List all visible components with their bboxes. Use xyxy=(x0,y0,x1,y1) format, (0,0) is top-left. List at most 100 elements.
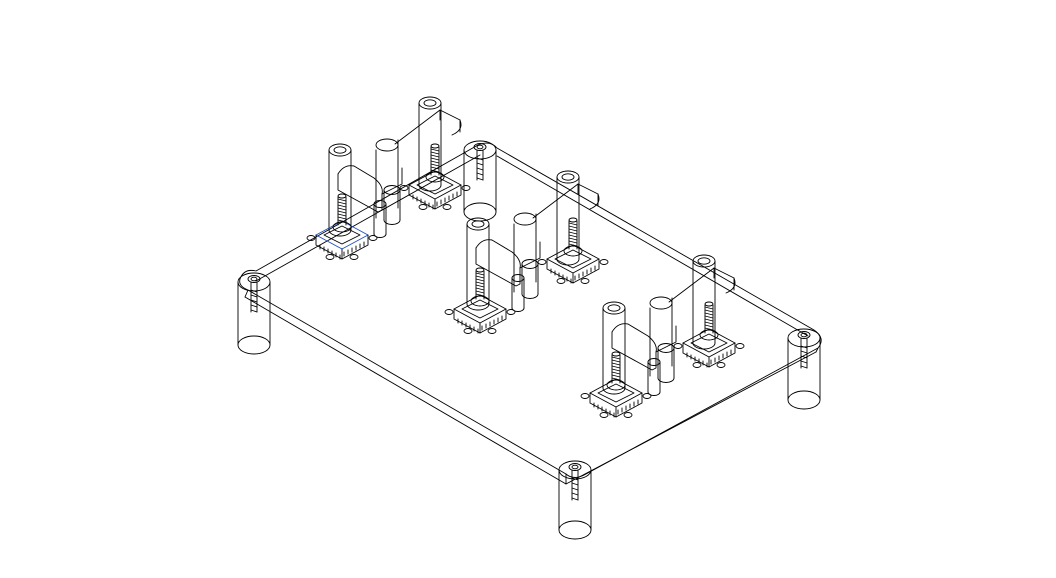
rear-bracket-edge xyxy=(713,267,735,291)
stud-thread xyxy=(430,166,440,170)
seat-tab-right xyxy=(735,343,745,349)
cylinder-side xyxy=(466,223,490,305)
leg-screw-head xyxy=(797,331,811,339)
leg-back xyxy=(463,140,497,222)
stud-thread xyxy=(611,371,621,375)
leg-screw-thread xyxy=(800,350,808,354)
clamp-body-top xyxy=(513,212,537,226)
stud-thread xyxy=(568,234,578,238)
seat-tab-front xyxy=(692,362,702,368)
stud-thread xyxy=(568,243,578,247)
locator-pin-a xyxy=(521,259,539,299)
leg-screw-slot xyxy=(250,276,258,282)
stud-thread xyxy=(337,210,347,214)
cylinder-side xyxy=(692,260,716,344)
stud-thread xyxy=(430,163,440,167)
threaded-stud xyxy=(606,351,626,391)
leg-screw-slot xyxy=(800,332,808,338)
seat-teeth xyxy=(457,315,503,334)
stud-washer xyxy=(563,245,583,257)
seat-teeth xyxy=(550,265,596,284)
bracket-front-face xyxy=(337,173,383,213)
tall-pin-bore xyxy=(423,99,437,107)
seat-tab-left xyxy=(537,259,547,265)
clamp-body-edges xyxy=(649,297,673,377)
seat-inner xyxy=(323,225,361,245)
stud-thread xyxy=(337,201,347,205)
stud-thread xyxy=(704,318,714,322)
stud-washer xyxy=(606,379,626,391)
leg-screw-thread xyxy=(476,162,484,166)
tall-pin xyxy=(418,96,442,192)
seat-tab-front xyxy=(599,412,609,418)
cylinder-top xyxy=(556,170,580,184)
stud-thread xyxy=(475,284,485,288)
stud-thread xyxy=(611,365,621,369)
fixture-modules xyxy=(306,96,745,418)
cylinder-side xyxy=(373,203,387,235)
stud-thread xyxy=(704,312,714,316)
cylinder-bottom xyxy=(647,391,661,396)
cylinder-bottom xyxy=(558,520,592,540)
front-pin xyxy=(466,217,490,311)
bracket-top-face xyxy=(337,165,383,195)
cylinder-side xyxy=(511,277,525,309)
stud-thread xyxy=(475,278,485,282)
stud-thread xyxy=(611,377,621,381)
threaded-stud xyxy=(332,193,352,233)
stud-thread xyxy=(337,219,347,223)
leg-screw-thread xyxy=(476,167,484,171)
leg-screw-thread xyxy=(250,299,258,303)
stud-thread xyxy=(704,309,714,313)
stud-thread xyxy=(704,327,714,331)
leg-screw-thread xyxy=(800,365,808,369)
cylinder-side xyxy=(521,263,539,295)
seat-tab-front xyxy=(463,328,473,334)
fixture-module-2 xyxy=(444,170,609,334)
stud-thread xyxy=(475,275,485,279)
stud-thread xyxy=(475,272,485,276)
tall-pin-bore xyxy=(697,257,711,265)
stud-washer xyxy=(699,329,719,341)
seat-tab-right xyxy=(599,259,609,265)
stud-thread xyxy=(430,148,440,152)
plate-inner-back-left xyxy=(255,154,481,282)
leg-screw-thread xyxy=(571,497,579,501)
leg-screw-thread xyxy=(571,487,579,491)
seat-tab-left xyxy=(673,343,683,349)
seat-tab-front xyxy=(325,254,335,260)
stud-washer xyxy=(332,221,352,233)
locator-pin-b xyxy=(511,274,525,312)
seat-tab-back xyxy=(349,254,359,260)
front-pin-bore xyxy=(333,146,347,154)
cylinder-bottom xyxy=(556,258,580,266)
stud-thread xyxy=(704,324,714,328)
seat-tab-front xyxy=(556,278,566,284)
seat-teeth xyxy=(412,191,458,210)
seat-inner xyxy=(554,249,592,269)
stud-thread xyxy=(568,240,578,244)
cylinder-side xyxy=(657,347,675,379)
locator-pin-b xyxy=(647,358,661,396)
seat-inner xyxy=(597,383,635,403)
seat-tab-left xyxy=(444,309,454,315)
leg-cylinder xyxy=(463,140,497,222)
stud-washer xyxy=(470,295,490,307)
leg-screw-thread xyxy=(476,177,484,181)
stud-top xyxy=(337,193,347,199)
cylinder-top xyxy=(418,96,442,110)
clamp-body-top xyxy=(649,296,673,310)
leg-screw-thread xyxy=(800,360,808,364)
seat-tab-back xyxy=(487,328,497,334)
stud-thread xyxy=(568,237,578,241)
seat-teeth xyxy=(593,399,639,418)
stud-thread xyxy=(430,160,440,164)
stud-thread xyxy=(611,356,621,360)
plate-top-outline xyxy=(239,142,822,478)
seat-teeth xyxy=(686,349,732,368)
cylinder-bottom xyxy=(692,342,716,350)
seat-tab-left xyxy=(399,185,409,191)
cylinder-bottom xyxy=(521,293,539,299)
seat-tab-left xyxy=(580,393,590,399)
